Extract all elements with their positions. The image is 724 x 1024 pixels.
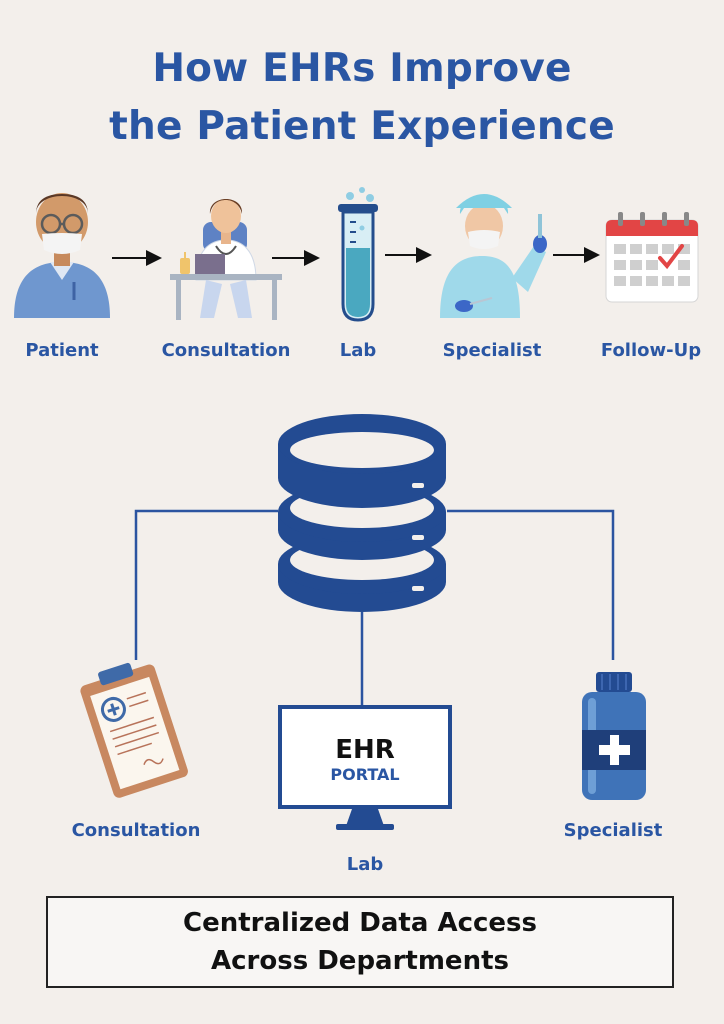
portal-subtitle: PORTAL <box>330 765 400 784</box>
test-tube-icon <box>338 187 378 322</box>
node-label-specialist: Specialist <box>563 820 663 841</box>
page-title: How EHRs Improve the Patient Experience <box>0 40 724 156</box>
calendar-icon <box>605 212 699 303</box>
flow-label-follow-up: Follow-Up <box>600 340 702 361</box>
doctor-icon <box>170 199 282 320</box>
portal-title: EHR <box>335 735 395 765</box>
flow-label-specialist: Specialist <box>442 340 542 361</box>
monitor-icon <box>278 705 452 830</box>
patient-icon <box>14 193 110 318</box>
flow-label-consultation: Consultation <box>161 340 291 361</box>
caption-line-2: Across Departments <box>211 946 509 976</box>
flow-arrows <box>112 247 600 266</box>
caption-line-1: Centralized Data Access <box>183 908 537 938</box>
flow-label-lab: Lab <box>339 340 377 361</box>
caption-box: Centralized Data Access Across Departmen… <box>46 896 674 988</box>
connector-lines <box>134 509 615 706</box>
connector-left <box>134 509 278 660</box>
title-line-1: How EHRs Improve <box>152 46 572 91</box>
flow-label-patient: Patient <box>25 340 99 361</box>
database-icon <box>278 414 446 612</box>
clipboard-icon <box>80 662 188 798</box>
node-label-lab: Lab <box>346 854 384 875</box>
connector-right <box>447 509 615 660</box>
title-line-2: the Patient Experience <box>109 104 615 149</box>
medicine-bottle-icon <box>582 672 646 800</box>
node-label-consultation: Consultation <box>71 820 201 841</box>
surgeon-icon <box>440 194 547 318</box>
